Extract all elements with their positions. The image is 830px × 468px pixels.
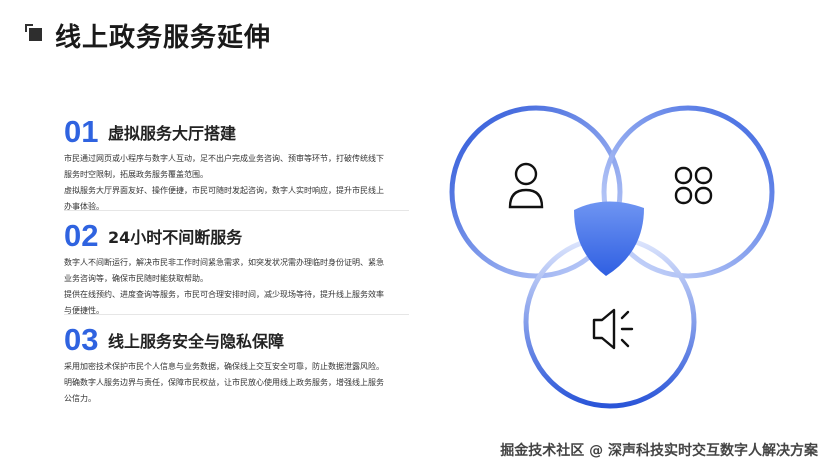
footer-watermark: 掘金技术社区 @ 深声科技实时交互数字人解决方案 (500, 443, 818, 459)
section-number: 01 (64, 114, 99, 149)
body-line: 虚拟服务大厅界面友好、操作便捷，市民可随时发起咨询，数字人实时响应，提升市民线上 (64, 186, 384, 195)
speaker-icon (592, 308, 634, 350)
body-line: 办事体验。 (64, 202, 104, 211)
venn-diagram (449, 105, 775, 409)
section-1: 01 虚拟服务大厅搭建 市民通过网页或小程序与数字人互动，足不出户完成业务咨询、… (64, 116, 424, 215)
section-2: 02 24小时不间断服务 数字人不间断运行，解决市民非工作时间紧急需求，如突发状… (64, 220, 424, 319)
app-grid-icon (674, 166, 713, 205)
page-title: 线上政务服务延伸 (55, 23, 272, 53)
section-title: 线上服务安全与隐私保障 (108, 331, 285, 351)
body-line: 服务时空限制，拓展政务服务覆盖范围。 (64, 170, 208, 179)
body-line: 与便捷性。 (64, 306, 104, 315)
body-line: 市民通过网页或小程序与数字人互动，足不出户完成业务咨询、预审等环节，打破传统线下 (64, 154, 384, 163)
section-number: 03 (64, 322, 99, 357)
divider (64, 210, 409, 211)
divider (64, 314, 409, 315)
body-line: 业务咨询等，确保市民随时能获取帮助。 (64, 274, 208, 283)
section-3: 03 线上服务安全与隐私保障 采用加密技术保护市民个人信息与业务数据，确保线上交… (64, 324, 424, 407)
section-body: 数字人不间断运行，解决市民非工作时间紧急需求，如突发状况需办理临时身份证明、紧急… (64, 255, 424, 319)
body-line: 公信力。 (64, 394, 96, 403)
body-line: 提供在线预约、进度查询等服务，市民可合理安排时间，减少现场等待，提升线上服务效率 (64, 290, 384, 299)
venn-circle-right (601, 105, 775, 279)
venn-circle-left (449, 105, 623, 279)
body-line: 采用加密技术保护市民个人信息与业务数据，确保线上交互安全可靠，防止数据泄露风险。 (64, 362, 384, 371)
section-title: 24小时不间断服务 (108, 227, 243, 247)
section-number: 02 (64, 218, 99, 253)
section-title: 虚拟服务大厅搭建 (108, 123, 237, 143)
body-line: 数字人不间断运行，解决市民非工作时间紧急需求，如突发状况需办理临时身份证明、紧急 (64, 258, 384, 267)
body-line: 明确数字人服务边界与责任，保障市民权益，让市民放心使用线上政务服务，增强线上服务 (64, 378, 384, 387)
section-body: 市民通过网页或小程序与数字人互动，足不出户完成业务咨询、预审等环节，打破传统线下… (64, 151, 424, 215)
section-body: 采用加密技术保护市民个人信息与业务数据，确保线上交互安全可靠，防止数据泄露风险。… (64, 359, 424, 407)
shield-icon (574, 201, 644, 276)
title-marker-icon (25, 24, 45, 44)
user-icon (508, 162, 544, 209)
